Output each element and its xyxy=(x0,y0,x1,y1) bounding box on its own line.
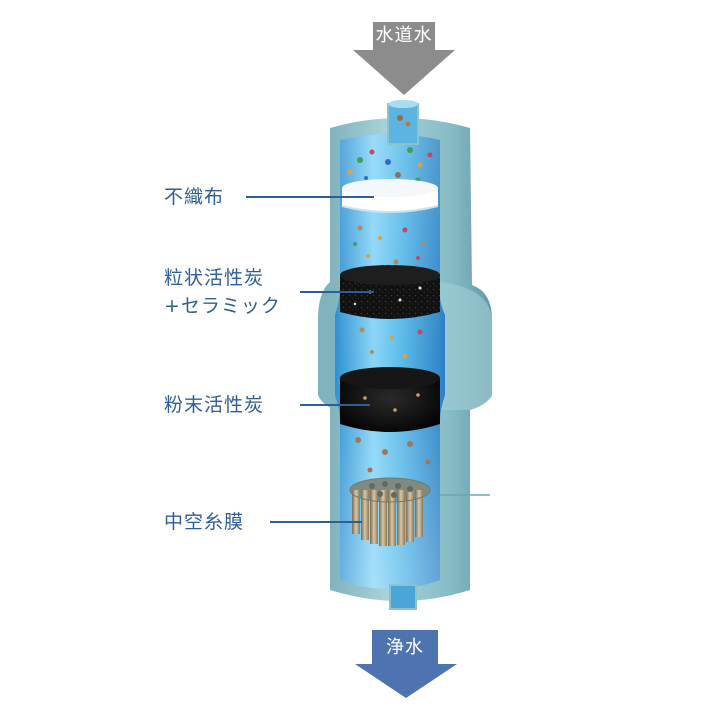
outlet-arrow xyxy=(355,630,457,698)
label-hollow-fiber-membrane: 中空糸膜 xyxy=(164,511,245,533)
label-ceramic: +セラミック xyxy=(164,295,281,317)
inlet-arrow-label: 水道水 xyxy=(375,25,433,46)
leader-lines xyxy=(246,196,374,523)
powdered-carbon-layer xyxy=(340,367,440,432)
label-granular-activated-carbon: 粒状活性炭 xyxy=(164,267,265,289)
outlet-arrow-label: 浄水 xyxy=(386,637,424,658)
suspended-particles xyxy=(353,225,431,473)
hollow-fiber-membrane xyxy=(349,477,431,546)
inflow-impurities xyxy=(347,115,433,183)
granular-carbon-ceramic-layer xyxy=(340,265,440,319)
label-powdered-activated-carbon: 粉末活性炭 xyxy=(164,394,265,416)
label-nonwoven-fabric: 不織布 xyxy=(164,186,225,208)
nonwoven-fabric-layer xyxy=(341,179,439,213)
inlet-arrow xyxy=(353,22,455,95)
